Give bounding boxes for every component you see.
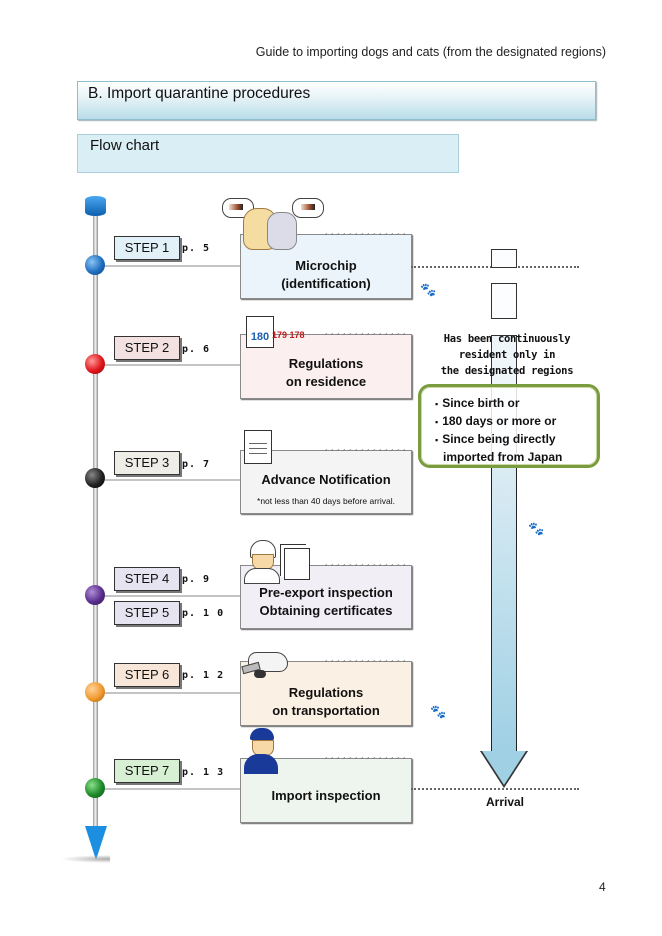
step-4-page-ref[interactable]: p. 9 xyxy=(182,574,211,585)
inspector-icon xyxy=(244,540,280,584)
subsection-title: Flow chart xyxy=(90,137,160,154)
paw-print-icon: 🐾 xyxy=(420,282,437,297)
timeline-pole xyxy=(93,212,98,832)
step-7-label[interactable]: STEP 7 xyxy=(114,759,180,783)
step-3-page-ref[interactable]: p. 7 xyxy=(182,459,211,470)
step-6-label[interactable]: STEP 6 xyxy=(114,663,180,687)
residence-line1: Has been continuously xyxy=(443,333,571,345)
timeline-arrow-tip-icon xyxy=(85,826,107,860)
condition-item-continued: imported from Japan xyxy=(443,450,563,464)
spiral-rings: ´´´´´´´´´´´´´´ xyxy=(323,564,407,575)
running-header: Guide to importing dogs and cats (from t… xyxy=(255,45,606,59)
timeline-segment-box xyxy=(491,249,517,268)
step-2-page-ref[interactable]: p. 6 xyxy=(182,344,211,355)
step-3-label[interactable]: STEP 3 xyxy=(114,451,180,475)
residence-arrow-shaft xyxy=(491,462,517,752)
card-advance-notification: ´´´´´´´´´´´´´´ Advance Notification *not… xyxy=(240,449,412,514)
document-icon xyxy=(244,430,272,464)
residence-conditions-box: Since birth or 180 days or more or Since… xyxy=(418,384,600,468)
subsection-heading: Flow chart xyxy=(77,134,459,173)
calendar-pages-icon: 179 178 xyxy=(272,330,305,340)
step-6-page-ref[interactable]: p. 1 2 xyxy=(182,670,225,681)
card-pre-export-line2: Obtaining certificates xyxy=(259,603,393,618)
step-2-label[interactable]: STEP 2 xyxy=(114,336,180,360)
conditions-list: Since birth or 180 days or more or Since… xyxy=(421,387,597,467)
quarantine-officer-icon xyxy=(244,728,280,776)
residence-line2: resident only in xyxy=(458,349,556,361)
card-import-inspection: ´´´´´´´´´´´´´´ Import inspection xyxy=(240,757,412,823)
cat-icon xyxy=(267,212,297,250)
step6-marker xyxy=(85,682,105,702)
arrival-dotted-line xyxy=(411,788,579,790)
step1-connector xyxy=(105,265,240,267)
airplane-icon xyxy=(240,644,288,680)
step7-marker xyxy=(85,778,105,798)
section-title: B. Import quarantine procedures xyxy=(88,85,311,102)
step-1-page-ref[interactable]: p. 5 xyxy=(182,243,211,254)
card-notification-line1: Advance Notification xyxy=(261,472,391,487)
step1-marker xyxy=(85,255,105,275)
spiral-rings: ´´´´´´´´´´´´´´ xyxy=(323,333,407,344)
spiral-rings: ´´´´´´´´´´´´´´ xyxy=(323,757,407,768)
card-import-line1: Import inspection xyxy=(271,788,381,803)
card-microchip-line2: (identification) xyxy=(281,276,371,291)
step-4-label[interactable]: STEP 4 xyxy=(114,567,180,591)
step7-connector xyxy=(105,788,240,790)
arrival-label: Arrival xyxy=(485,795,525,809)
spiral-rings: ´´´´´´´´´´´´´´ xyxy=(323,233,407,244)
card-notification-note: *not less than 40 days before arrival. xyxy=(257,496,395,506)
spiral-rings: ´´´´´´´´´´´´´´ xyxy=(323,449,407,460)
step6-connector xyxy=(105,692,240,694)
step2-connector xyxy=(105,364,240,366)
condition-item: Since being directly xyxy=(435,431,597,449)
step-1-label[interactable]: STEP 1 xyxy=(114,236,180,260)
step-5-label[interactable]: STEP 5 xyxy=(114,601,180,625)
card-microchip-line1: Microchip xyxy=(295,258,357,273)
card-transportation-line1: Regulations xyxy=(288,685,364,700)
condition-item: Since birth or xyxy=(435,395,597,413)
step4-connector xyxy=(105,595,240,597)
arrow-head-fill xyxy=(482,751,526,785)
step-7-page-ref[interactable]: p. 1 3 xyxy=(182,767,225,778)
step4-5-marker xyxy=(85,585,105,605)
timeline-shadow xyxy=(60,855,110,863)
page-number: 4 xyxy=(599,880,606,894)
step-5-page-ref[interactable]: p. 1 0 xyxy=(182,608,225,619)
spiral-rings: ´´´´´´´´´´´´´´ xyxy=(323,660,407,671)
card-pre-export-line1: Pre-export inspection xyxy=(259,585,393,600)
timeline-segment-box xyxy=(491,283,517,319)
paw-print-icon: 🐾 xyxy=(528,521,545,536)
calendar-icon: 180 xyxy=(246,316,274,348)
residence-line3: the designated regions xyxy=(440,365,574,377)
section-heading: B. Import quarantine procedures xyxy=(77,81,596,120)
condition-item: 180 days or more or xyxy=(435,413,597,431)
certificate-icon xyxy=(284,548,310,580)
step3-connector xyxy=(105,479,240,481)
card-residence-line2: on residence xyxy=(285,374,367,389)
speech-bubble-right-icon xyxy=(292,198,324,218)
residence-requirement: Has been continuously resident only in t… xyxy=(432,331,582,379)
card-residence-line1: Regulations xyxy=(288,356,364,371)
card-transportation-line2: on transportation xyxy=(272,703,380,718)
timeline-cap xyxy=(85,196,106,216)
step2-marker xyxy=(85,354,105,374)
paw-print-icon: 🐾 xyxy=(430,704,447,719)
step3-marker xyxy=(85,468,105,488)
